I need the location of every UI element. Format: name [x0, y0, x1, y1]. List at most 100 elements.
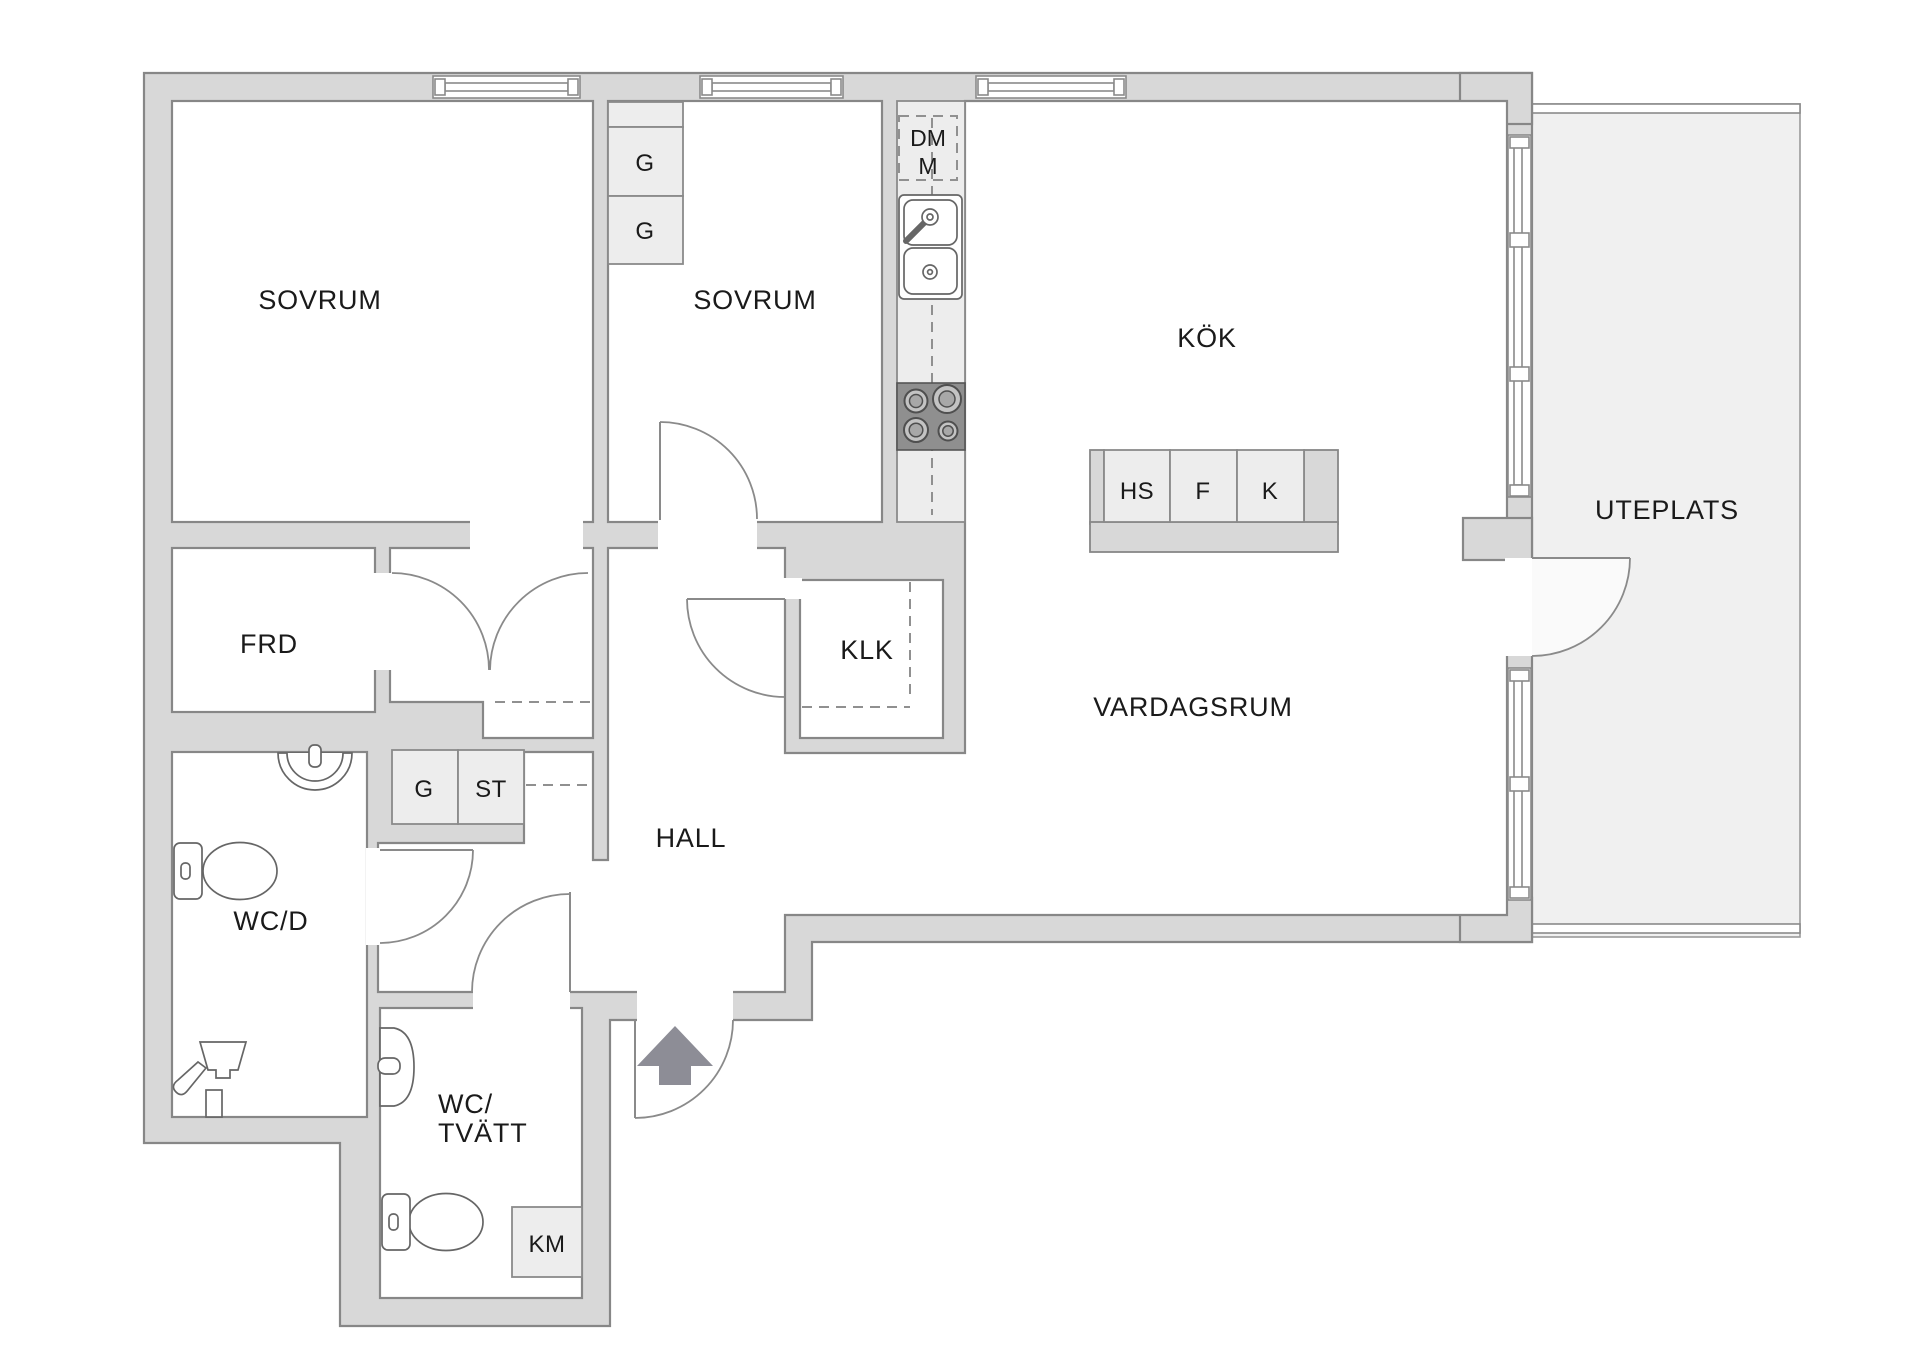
room-vestibule	[388, 546, 595, 740]
wcd-fixtures	[172, 744, 353, 1118]
patio-deck	[1531, 103, 1801, 938]
wardrobe-st	[457, 749, 525, 825]
door-opening-klk	[783, 578, 802, 599]
label-wardrobe-g: G	[414, 776, 433, 803]
door-arc-entrance	[634, 1019, 734, 1119]
patio-bottom-railing	[1531, 923, 1801, 934]
window-glass	[711, 82, 832, 92]
window-glass	[444, 82, 569, 92]
wcd-toilet-button	[180, 862, 191, 880]
room-klk	[798, 578, 945, 740]
label-dm: DM	[910, 125, 946, 151]
window-livingroom-east	[1507, 667, 1532, 901]
label-wc-tvatt-line1: WC/	[438, 1089, 493, 1119]
window-sovrum-2	[699, 75, 844, 99]
door-opening-frd	[373, 573, 392, 670]
wcd-shower	[172, 1041, 248, 1118]
window-sovrum-1	[432, 75, 581, 99]
label-kok: KÖK	[1177, 323, 1236, 353]
appliance-bench	[1089, 449, 1339, 553]
label-hall: HALL	[656, 823, 727, 853]
bench-stub-left	[1089, 449, 1105, 525]
shower-head	[198, 1041, 248, 1079]
patio-uteplats	[1531, 103, 1801, 938]
door-arc-wc-tvatt	[471, 893, 571, 993]
label-wcd: WC/D	[233, 906, 308, 936]
wc-tvatt-fixtures	[377, 1027, 484, 1252]
patio-top-railing	[1531, 103, 1801, 114]
closets-sovrum-2	[607, 101, 684, 265]
label-frd: FRD	[240, 629, 298, 659]
label-sovrum-2: SOVRUM	[693, 285, 816, 315]
appliance-k	[1236, 449, 1305, 523]
window-cap	[567, 78, 579, 96]
entry-arrow-icon	[637, 1026, 713, 1085]
window-cap	[701, 78, 713, 96]
label-wardrobe-st: ST	[475, 776, 507, 803]
window-glass	[1513, 146, 1523, 486]
kitchen-sink	[898, 194, 963, 300]
window-kitchen-north	[975, 75, 1127, 99]
wct-sink-faucet	[377, 1057, 401, 1075]
label-klk: KLK	[840, 635, 893, 665]
door-arc-klk	[686, 598, 786, 698]
hall-wardrobes	[391, 749, 525, 825]
burner-inner	[942, 425, 954, 437]
door-arc-wcd	[379, 849, 474, 944]
appliance-hs	[1103, 449, 1171, 523]
window-cap	[1113, 78, 1125, 96]
wcd-toilet-bowl	[202, 841, 278, 901]
label-bench-hs: HS	[1120, 478, 1154, 505]
door-opening-wcd	[366, 848, 380, 945]
door-opening-wc-tvatt	[473, 990, 570, 1010]
bench-stub-right	[1303, 449, 1339, 525]
label-vardagsrum: VARDAGSRUM	[1093, 692, 1293, 722]
washing-machine-km	[511, 1206, 583, 1278]
closet-g-1	[607, 126, 684, 197]
window-cap	[977, 78, 989, 96]
wardrobe-g	[391, 749, 459, 825]
door-opening-patio	[1505, 558, 1533, 656]
label-sovrum-1: SOVRUM	[258, 285, 381, 315]
window-mullion	[1509, 366, 1530, 382]
label-bench-k: K	[1262, 478, 1279, 505]
faucet-handle	[903, 220, 927, 244]
entrance-arrow	[637, 1026, 713, 1085]
door-arc-sovrum-1	[489, 572, 589, 671]
label-m: M	[918, 153, 937, 179]
window-cap	[1509, 669, 1530, 682]
doors	[379, 421, 1631, 1119]
door-arc-patio	[1531, 557, 1631, 657]
bench-base	[1089, 521, 1339, 553]
label-uteplats: UTEPLATS	[1595, 495, 1739, 525]
closet-g-2	[607, 195, 684, 265]
dishwasher-microwave-outline	[898, 115, 958, 181]
room-frd	[170, 546, 377, 714]
wct-toilet-button	[388, 1213, 399, 1231]
label-km: KM	[529, 1231, 566, 1258]
door-opening-sovrum-2	[658, 520, 757, 550]
drain-dot	[926, 268, 934, 276]
faucet-dot	[926, 213, 934, 221]
shower-handle	[172, 1060, 208, 1096]
window-cap	[830, 78, 842, 96]
door-swing-area-patio	[1532, 558, 1630, 656]
window-cap	[1509, 136, 1530, 149]
burner-inner	[908, 393, 924, 409]
door-opening-entrance	[637, 990, 733, 1022]
wall-stub-patio-door	[1461, 516, 1534, 562]
door-arc-sovrum-2	[659, 421, 758, 520]
wcd-sink-faucet	[308, 744, 322, 768]
stove	[896, 382, 966, 451]
wct-toilet-bowl	[408, 1192, 484, 1252]
window-mullion	[1509, 232, 1530, 248]
window-kitchen-east	[1507, 134, 1532, 498]
window-cap	[1509, 886, 1530, 899]
shower-stem	[205, 1089, 223, 1118]
window-cap	[1509, 484, 1530, 497]
kitchen-counter	[896, 100, 966, 523]
burner-inner	[908, 422, 924, 438]
door-arc-frd	[391, 572, 490, 671]
